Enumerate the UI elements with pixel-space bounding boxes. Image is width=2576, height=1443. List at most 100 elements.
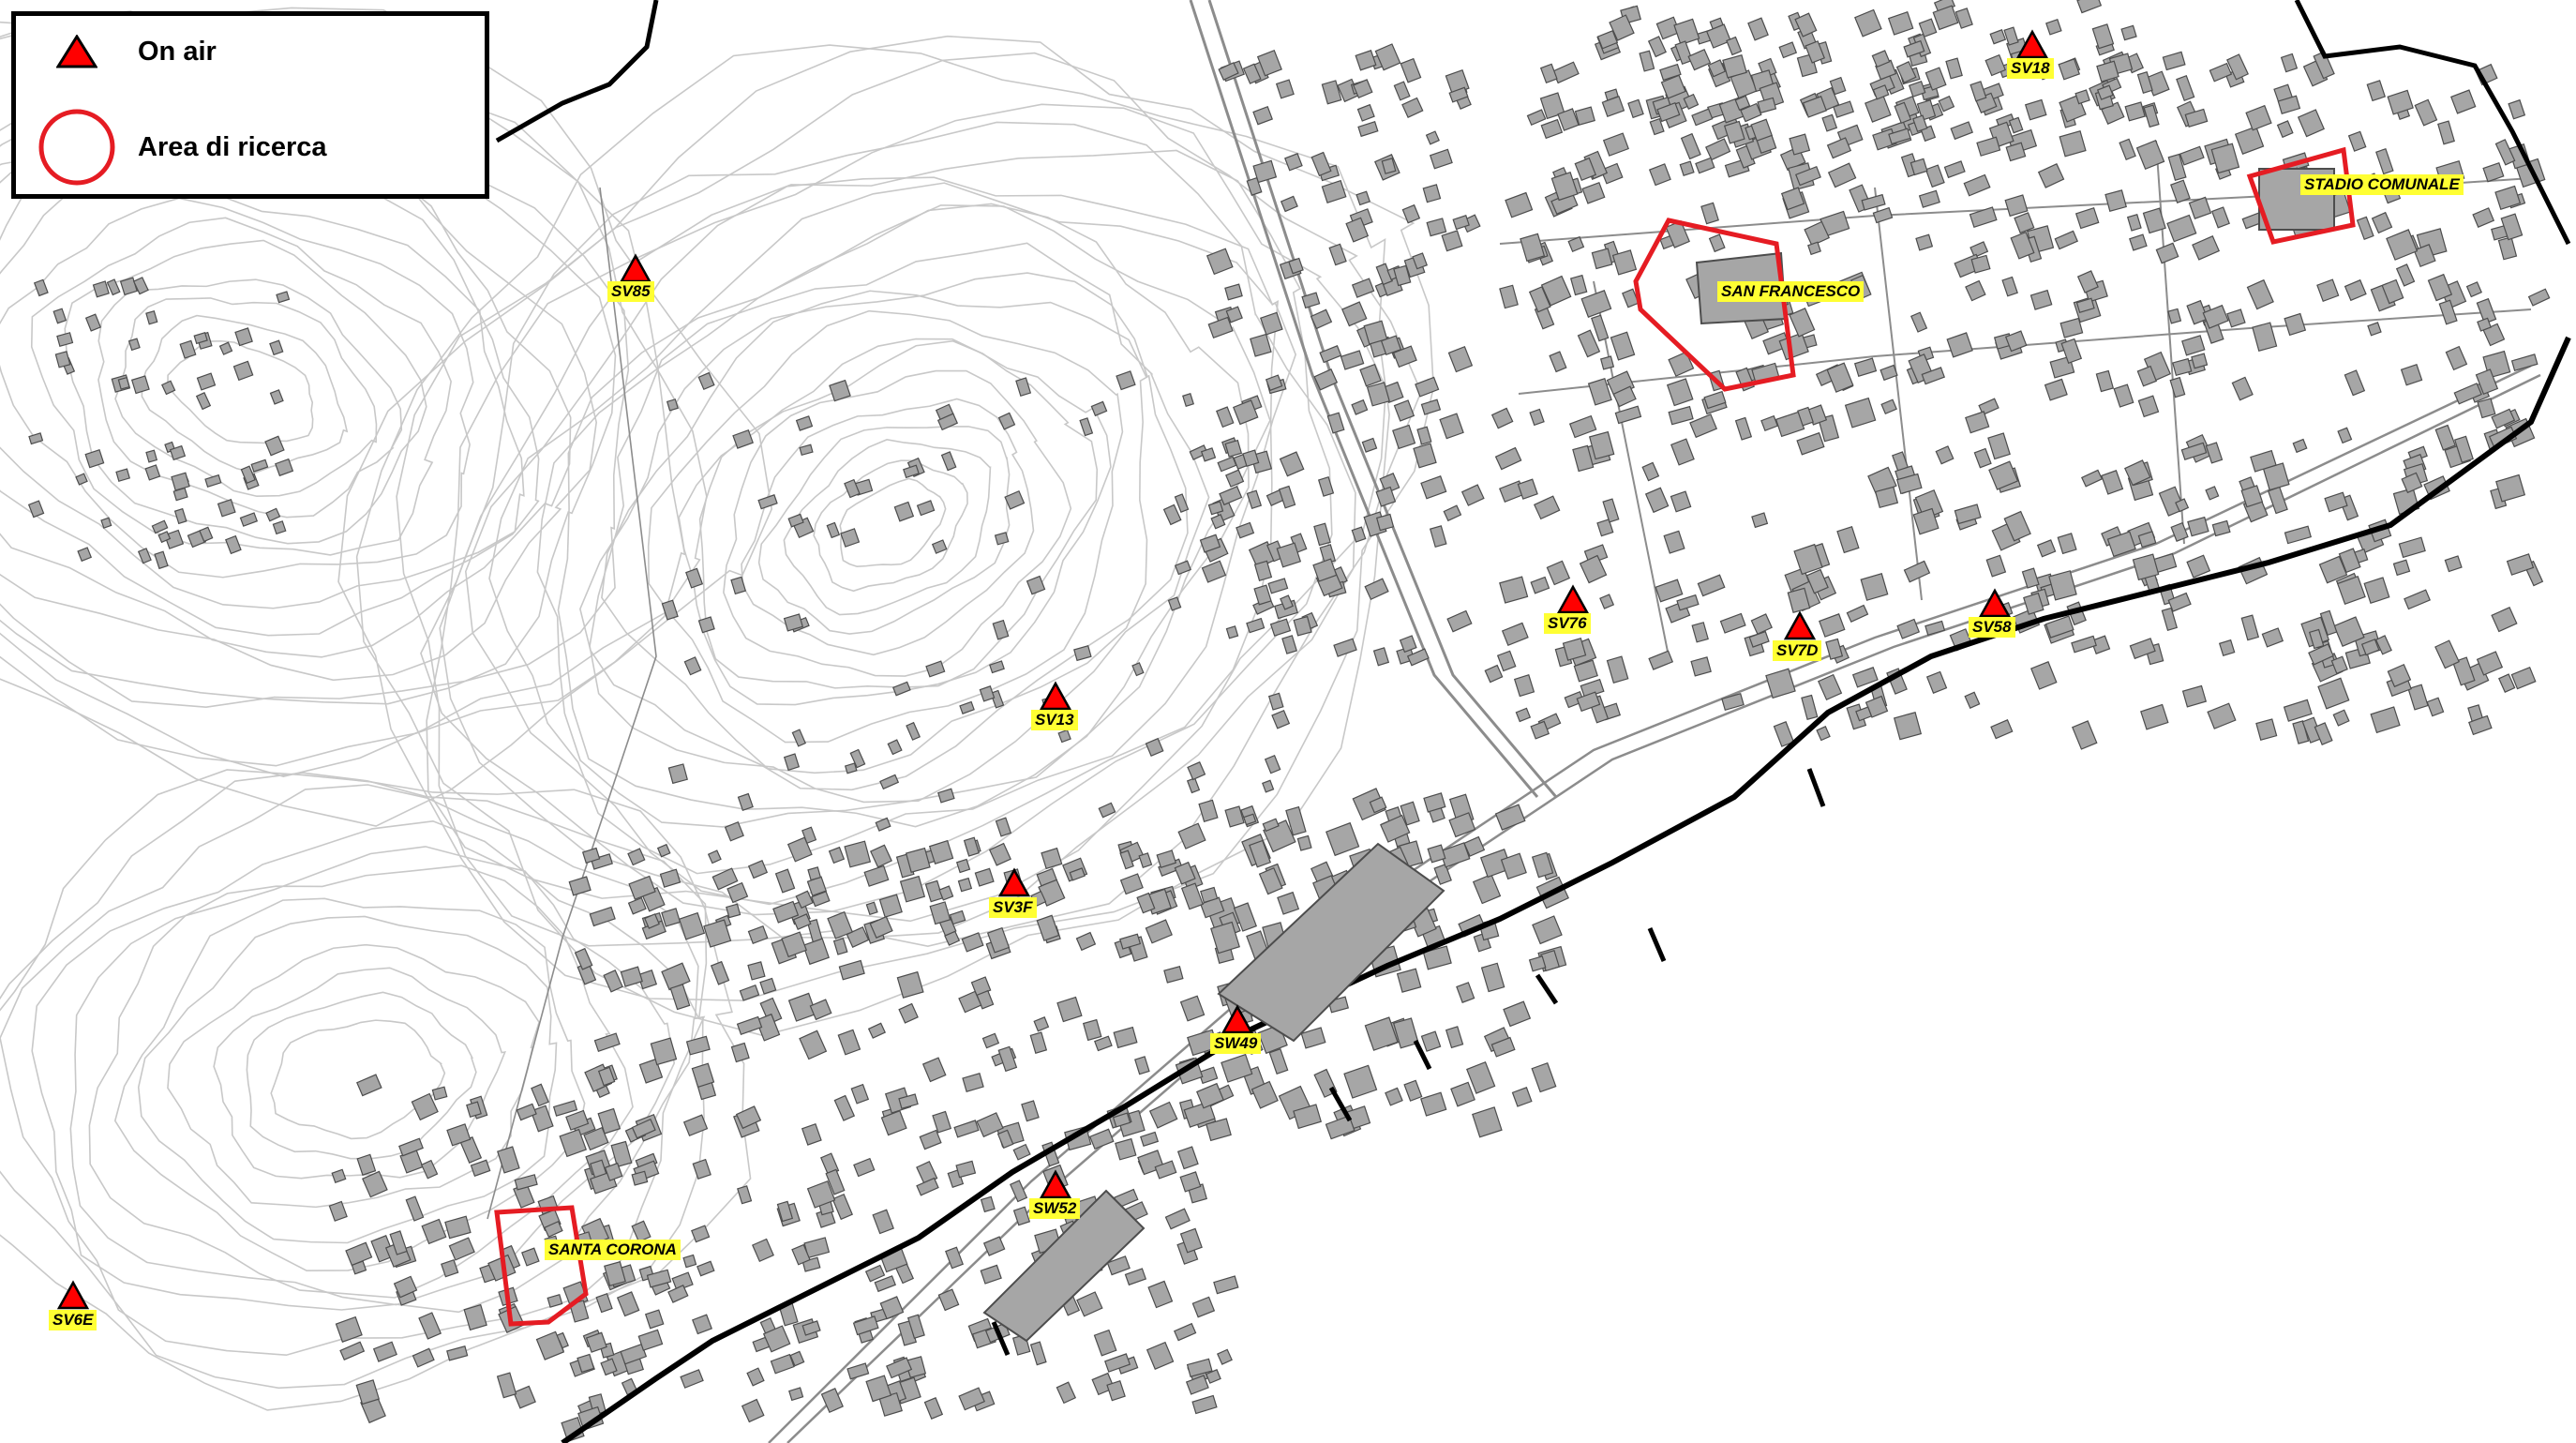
building [1912, 114, 1928, 133]
building [1787, 587, 1811, 613]
building [1846, 604, 1869, 624]
site-label-sv18[interactable]: SV18 [2007, 58, 2054, 79]
building [732, 428, 754, 449]
site-marker-sv58-icon[interactable] [1978, 588, 2012, 618]
building [1557, 108, 1580, 131]
building [1310, 151, 1332, 177]
building [597, 1066, 616, 1087]
building [1801, 694, 1819, 721]
building [1910, 158, 1928, 176]
building [2404, 589, 2431, 610]
building [1969, 81, 1987, 102]
building [2136, 365, 2158, 387]
building [1865, 95, 1892, 123]
building [2060, 338, 2083, 364]
building [2491, 408, 2516, 429]
building [1356, 103, 1375, 122]
site-marker-sv6e-icon[interactable] [56, 1280, 90, 1310]
site-label-sw52[interactable]: SW52 [1029, 1198, 1081, 1219]
building [1224, 439, 1243, 458]
building [590, 853, 613, 870]
search-area-stadio-comunale[interactable] [2246, 146, 2356, 245]
building [1403, 1079, 1423, 1102]
building [726, 903, 741, 919]
site-label-sv3f[interactable]: SV3F [989, 897, 1037, 918]
building [1154, 1160, 1177, 1180]
building [1057, 729, 1071, 744]
building [1176, 1146, 1199, 1170]
building [1285, 805, 1307, 836]
building [2210, 143, 2240, 174]
building [2344, 278, 2367, 302]
building [2400, 363, 2423, 386]
site-marker-sv13-icon[interactable] [1039, 681, 1072, 711]
site-label-sv76[interactable]: SV76 [1544, 613, 1591, 634]
building [2124, 101, 2146, 122]
building [865, 1375, 892, 1403]
site-marker-sv18-icon[interactable] [2015, 29, 2049, 59]
contour-line [464, 176, 1280, 906]
building [1445, 1026, 1464, 1049]
building [696, 1260, 715, 1277]
building [151, 519, 169, 534]
building [1549, 351, 1567, 373]
site-label-sv13[interactable]: SV13 [1031, 710, 1078, 730]
building [1734, 416, 1753, 441]
building [1855, 706, 1873, 722]
building [1750, 118, 1774, 142]
site-marker-sv7d-icon[interactable] [1783, 610, 1817, 640]
site-marker-sw52-icon[interactable] [1039, 1169, 1072, 1199]
building [1224, 805, 1245, 828]
building [1705, 23, 1732, 49]
building [1676, 594, 1700, 611]
area-label-san-francesco[interactable]: SAN FRANCESCO [1717, 281, 1865, 302]
area-label-stadio-comunale[interactable]: STADIO COMUNALE [2300, 174, 2464, 195]
building [2162, 51, 2186, 71]
building [1925, 670, 1948, 694]
building [577, 1353, 595, 1374]
building [2072, 720, 2098, 750]
site-marker-sv3f-icon[interactable] [997, 867, 1031, 897]
site-marker-sw49-icon[interactable] [1221, 1004, 1254, 1034]
contour-line [337, 35, 1435, 1001]
building [801, 1320, 821, 1336]
building [755, 1013, 781, 1042]
search-area-santa-corona[interactable] [494, 1205, 589, 1327]
contour-line [557, 203, 1250, 828]
building [1251, 1080, 1279, 1109]
building [1562, 637, 1587, 661]
building [1380, 814, 1411, 843]
building [737, 1185, 753, 1205]
building [1985, 554, 2007, 578]
building [1379, 473, 1400, 494]
building [867, 1022, 887, 1039]
building [628, 875, 656, 900]
building [1369, 796, 1387, 814]
site-label-sw49[interactable]: SW49 [1210, 1033, 1262, 1054]
search-area-san-francesco[interactable] [1633, 218, 1796, 392]
building [1793, 543, 1823, 576]
building [1683, 93, 1700, 110]
building [1375, 513, 1395, 532]
building [1293, 1104, 1323, 1130]
building [880, 1109, 907, 1136]
building [444, 1215, 472, 1240]
contour-line [114, 297, 378, 498]
site-label-sv85[interactable]: SV85 [607, 281, 654, 302]
building [1138, 852, 1153, 868]
building [2445, 345, 2468, 371]
building [892, 681, 911, 697]
building [916, 1177, 939, 1196]
building [1075, 931, 1097, 952]
site-label-sv58[interactable]: SV58 [1969, 617, 2015, 638]
area-label-santa-corona[interactable]: SANTA CORONA [545, 1240, 681, 1260]
building [627, 848, 646, 866]
building [929, 901, 951, 925]
contour-line [0, 25, 708, 778]
building [2434, 639, 2460, 669]
site-label-sv6e[interactable]: SV6E [49, 1310, 97, 1330]
site-marker-sv76-icon[interactable] [1556, 584, 1590, 614]
site-label-sv7d[interactable]: SV7D [1773, 640, 1822, 661]
building [1466, 1060, 1496, 1094]
building [52, 308, 67, 324]
